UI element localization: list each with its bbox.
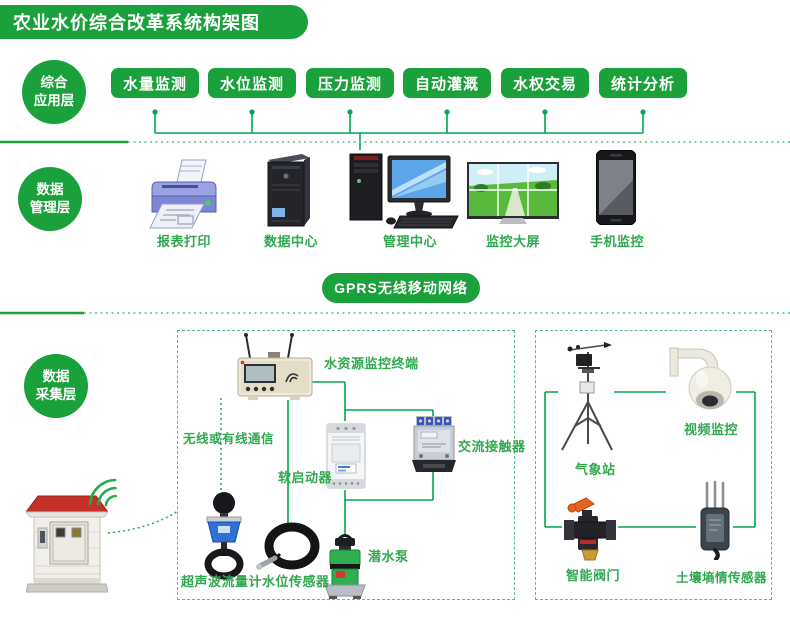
smartphone-label: 手机监控 (589, 234, 644, 249)
soft-starter-label: 软启动器 (278, 470, 333, 485)
layer-badge-management: 数据 管理层 (18, 167, 82, 231)
rtu-terminal-icon (237, 333, 313, 400)
layer-badge-collection: 数据 采集层 (24, 354, 88, 418)
layer-badge-collection-line2: 采集层 (35, 387, 77, 402)
collection-left-group-box (177, 330, 515, 600)
layer-badge-application: 综合 应用层 (22, 60, 86, 124)
layer-badge-collection-line1: 数据 (42, 369, 70, 385)
ac-contactor-icon (412, 416, 456, 472)
flow-meter-label: 超声波流量计 (181, 574, 263, 589)
app-button-pressure: 压力监测 (306, 68, 394, 98)
weather-station-label: 气象站 (575, 462, 616, 477)
page-title: 农业水价综合改革系统构架图 (13, 13, 260, 33)
comm-link-label: 无线或有线通信 (183, 432, 275, 446)
printer-label: 报表打印 (156, 234, 211, 249)
app-button-water-quantity: 水量监测 (111, 68, 199, 98)
pump-label: 潜水泵 (368, 549, 409, 564)
smart-valve-label: 智能阀门 (566, 568, 621, 583)
smartphone-icon (596, 150, 636, 225)
water-level-sensor-icon (256, 522, 320, 570)
wifi-signal-icon (88, 478, 117, 507)
server-tower-label: 数据中心 (263, 234, 318, 249)
control-cabinet-icon (26, 495, 108, 593)
gprs-network-pill: GPRS无线移动网络 (322, 273, 480, 303)
soil-moisture-sensor-icon (700, 480, 730, 560)
app-button-auto-irrigation: 自动灌溉 (403, 68, 491, 98)
collection-right-group-box (535, 330, 772, 600)
video-wall-icon (467, 162, 559, 224)
desktop-computer-icon (349, 153, 459, 229)
app-button-water-rights: 水权交易 (501, 68, 589, 98)
submersible-pump-icon (324, 534, 366, 599)
app-button-statistics: 统计分析 (599, 68, 687, 98)
layer-badge-management-line1: 数据 (36, 182, 64, 198)
smart-valve-icon (564, 497, 616, 561)
layer-badge-application-line2: 应用层 (33, 93, 75, 108)
weather-station-icon (561, 342, 613, 451)
layer-badge-management-line2: 管理层 (29, 200, 71, 215)
printer-icon (149, 159, 217, 229)
server-tower-icon (267, 154, 310, 227)
soil-sensor-label: 土壤墒情传感器 (676, 571, 768, 585)
video-camera-label: 视频监控 (684, 422, 739, 437)
dome-camera-icon (669, 347, 732, 410)
rtu-terminal-label: 水资源监控终端 (324, 356, 419, 371)
desktop-computer-label: 管理中心 (382, 234, 437, 249)
level-sensor-label: 水位传感器 (262, 574, 330, 589)
ultrasonic-flow-meter-icon (204, 492, 244, 580)
layer-badge-application-line1: 综合 (40, 75, 68, 91)
app-button-water-level: 水位监测 (208, 68, 296, 98)
title-banner: 农业水价综合改革系统构架图 (0, 5, 308, 39)
video-wall-label: 监控大屏 (485, 234, 540, 249)
ac-contactor-label: 交流接触器 (458, 439, 526, 454)
